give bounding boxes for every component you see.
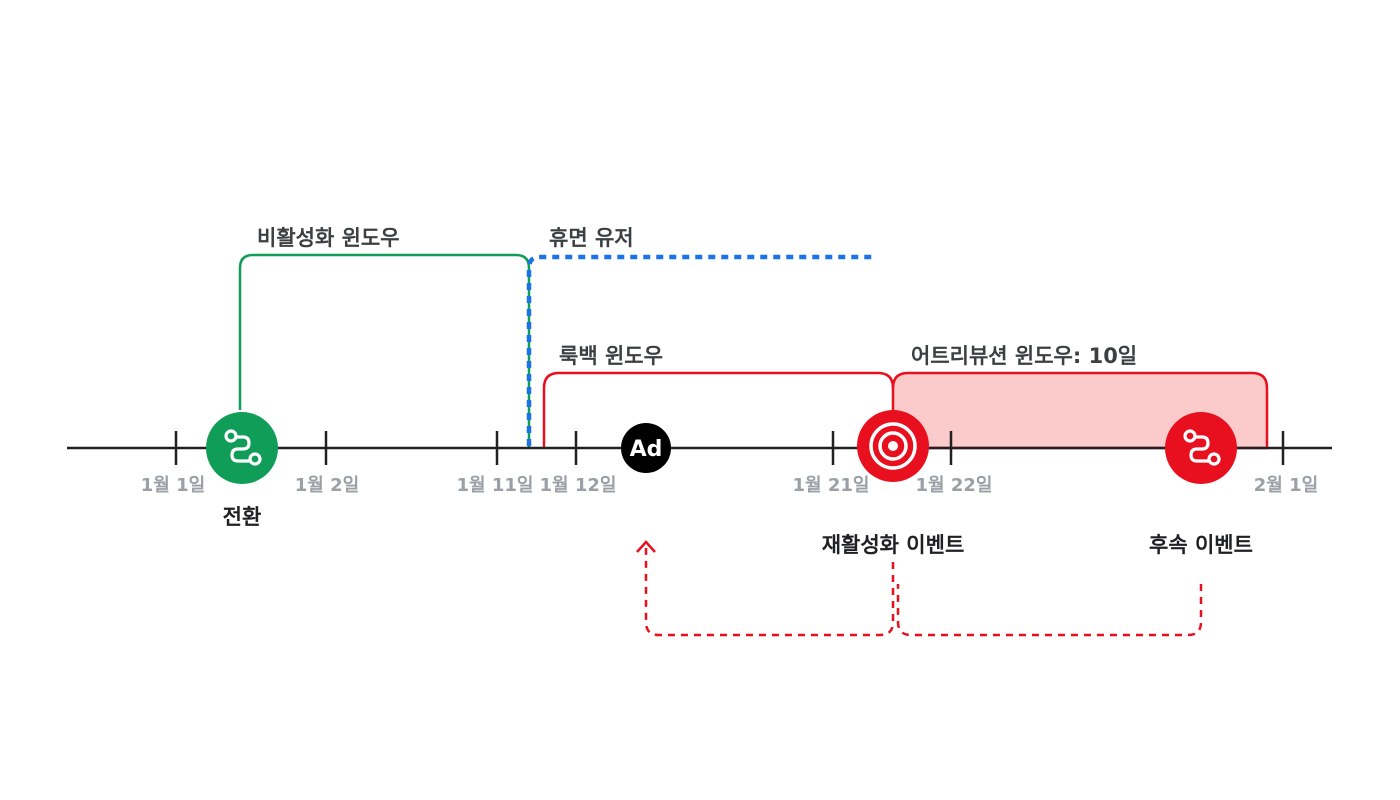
- attribution-arrows: [644, 548, 1203, 637]
- ad-marker: Ad: [621, 423, 671, 473]
- lookback-window-bracket: [542, 371, 895, 448]
- target-icon: [869, 422, 917, 470]
- follow-up-event-label: 후속 이벤트: [1149, 533, 1253, 557]
- dormant-user-label: 휴면 유저: [549, 226, 634, 250]
- follow-up-event-marker: [1165, 412, 1237, 484]
- dormant-user-line: [526, 254, 872, 446]
- tick-label-jan11: 1월 11일: [457, 475, 534, 496]
- ad-badge-text: Ad: [630, 437, 663, 462]
- lookback-window-label: 룩백 윈도우: [559, 344, 663, 368]
- attribution-window-label: 어트리뷰션 윈도우: 10일: [911, 344, 1137, 368]
- tick-label-jan2: 1월 2일: [295, 475, 359, 496]
- reactivation-to-ad-arrow: [644, 548, 895, 637]
- reactivation-event-marker: [857, 410, 929, 482]
- timeline-tick-labels: 1월 1일 1월 2일 1월 11일 1월 12일 1월 21일 1월 22일 …: [141, 475, 1318, 496]
- tick-label-jan12: 1월 12일: [540, 475, 617, 496]
- followup-to-reactivation-arrow: [896, 584, 1203, 637]
- tick-label-jan21: 1월 21일: [793, 475, 870, 496]
- inactivity-window-label: 비활성화 윈도우: [257, 226, 400, 250]
- tick-label-feb1: 2월 1일: [1254, 475, 1318, 496]
- timeline-ticks: [174, 431, 1285, 465]
- reactivation-event-label: 재활성화 이벤트: [822, 533, 965, 557]
- tick-label-jan22: 1월 22일: [916, 475, 993, 496]
- route-icon: [1183, 429, 1221, 466]
- tick-label-jan1: 1월 1일: [141, 475, 205, 496]
- conversion-event-label: 전환: [223, 505, 262, 529]
- inactivity-window-bracket: [238, 253, 531, 448]
- arrow-head-icon: [636, 540, 656, 553]
- conversion-event-marker: [206, 412, 278, 484]
- route-icon: [224, 429, 262, 466]
